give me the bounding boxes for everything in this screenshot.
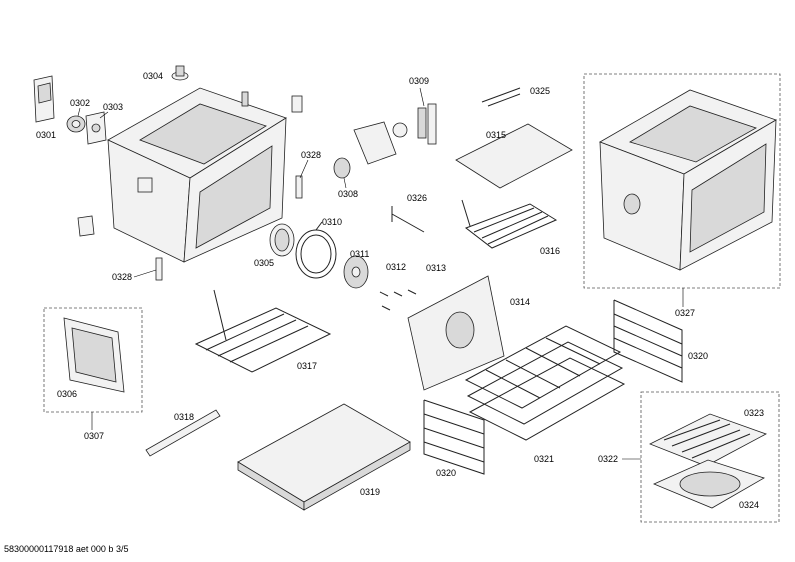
label-0319: 0319 xyxy=(360,487,380,497)
part-0312-0313-pins xyxy=(379,289,417,311)
label-0320a: 0320 xyxy=(688,351,708,361)
label-0312: 0312 xyxy=(386,262,406,272)
label-0323: 0323 xyxy=(744,408,764,418)
part-0311-fan xyxy=(343,255,369,289)
label-0315: 0315 xyxy=(486,130,506,140)
part-0320-side-rack-right xyxy=(613,299,683,383)
part-0309-sensor-assembly xyxy=(392,103,437,145)
part-0324-broil-pan xyxy=(652,459,765,509)
label-0309: 0309 xyxy=(409,76,429,86)
part-0317-bake-element xyxy=(194,289,332,373)
label-0324: 0324 xyxy=(739,500,759,510)
part-0328-hinge-b xyxy=(155,257,163,281)
part-small-block xyxy=(77,215,95,237)
document-code: 58300000117918 aet 000 b 3/5 xyxy=(4,544,128,554)
label-0321: 0321 xyxy=(534,454,554,464)
label-0317: 0317 xyxy=(297,361,317,371)
label-0306: 0306 xyxy=(57,389,77,399)
part-0327-oven-cavity-right xyxy=(599,89,777,271)
label-0311: 0311 xyxy=(350,249,369,259)
part-0325-probe xyxy=(481,87,521,107)
label-0326: 0326 xyxy=(407,193,427,203)
label-0316: 0316 xyxy=(540,246,560,256)
part-0310-heating-ring xyxy=(295,221,337,279)
part-0302-motor xyxy=(66,115,86,133)
part-0315-plate xyxy=(455,123,573,189)
part-0304-knob xyxy=(171,65,189,81)
label-0308: 0308 xyxy=(338,189,358,199)
label-0310: 0310 xyxy=(322,217,342,227)
part-0314-rear-panel xyxy=(407,275,505,391)
label-0327: 0327 xyxy=(675,308,695,318)
label-0307: 0307 xyxy=(84,431,104,441)
switch xyxy=(291,95,303,113)
part-0328-hinge-a xyxy=(295,175,303,199)
clip xyxy=(241,91,249,107)
group-box-0327 xyxy=(583,73,781,289)
label-0314: 0314 xyxy=(510,297,530,307)
part-0301-bracket xyxy=(33,75,55,123)
part-0321-oven-racks xyxy=(464,325,626,441)
part-0326-wire xyxy=(391,206,425,233)
part-0316-broil-element xyxy=(461,199,558,249)
label-0328b: 0328 xyxy=(112,272,132,282)
group-box-0307 xyxy=(43,307,143,413)
part-0320-side-rack-left xyxy=(423,399,485,475)
label-0301: 0301 xyxy=(36,130,56,140)
label-0313: 0313 xyxy=(426,263,446,273)
part-0323-broil-grid xyxy=(649,413,767,467)
oven-cavity-left xyxy=(107,87,287,263)
label-0325: 0325 xyxy=(530,86,550,96)
label-0305: 0305 xyxy=(254,258,274,268)
label-0302: 0302 xyxy=(70,98,90,108)
part-0319-tray xyxy=(237,403,411,511)
part-0305-ring xyxy=(269,223,295,257)
label-0328a: 0328 xyxy=(301,150,321,160)
label-0304: 0304 xyxy=(143,71,163,81)
part-0318-trim xyxy=(145,409,221,457)
part-0306-light-housing xyxy=(63,317,125,393)
group-box-0322 xyxy=(640,391,780,523)
label-0322: 0322 xyxy=(598,454,618,464)
label-0318: 0318 xyxy=(174,412,194,422)
label-0320b: 0320 xyxy=(436,468,456,478)
part-0308-fan-motor xyxy=(333,121,397,179)
label-0303: 0303 xyxy=(103,102,123,112)
part-0303-bracket xyxy=(85,111,107,145)
